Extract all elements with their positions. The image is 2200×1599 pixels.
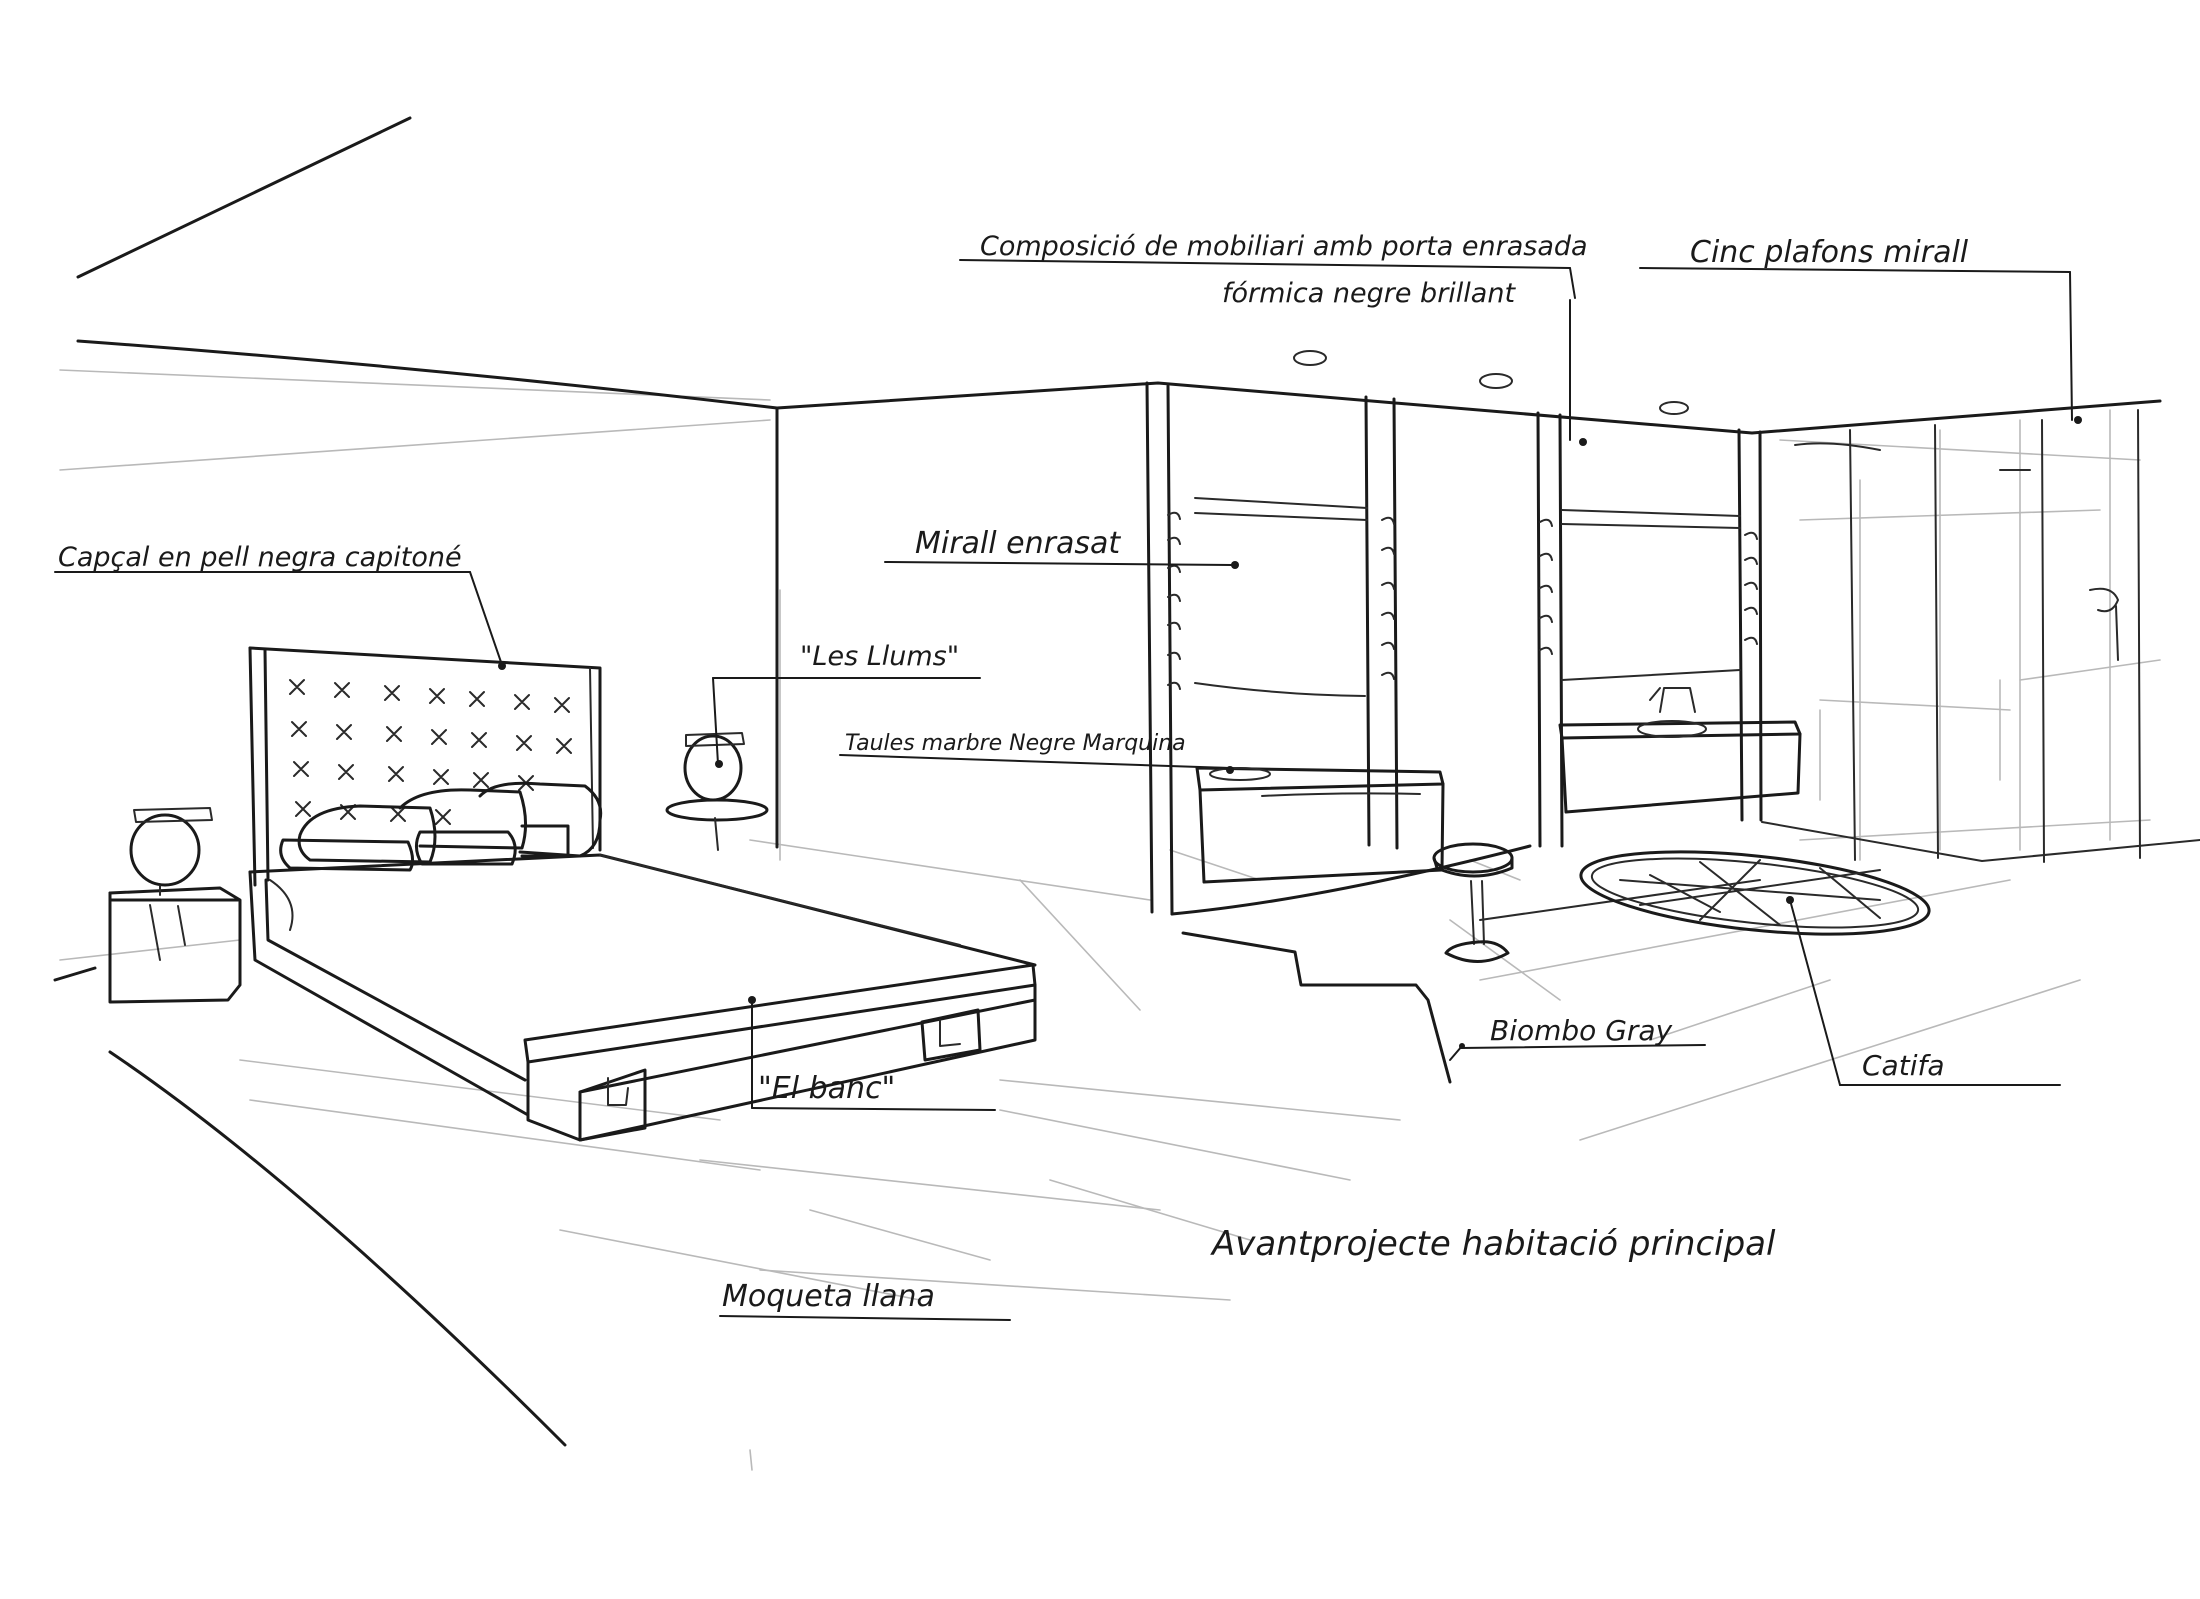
label-composicio: Composició de mobiliari amb porta enrasa… bbox=[980, 231, 1588, 262]
vanity-left bbox=[1195, 766, 1445, 884]
right-side-table bbox=[665, 732, 769, 851]
label-cinc-plafons: Cinc plafons mirall bbox=[1690, 235, 1969, 270]
mirror-reflections bbox=[1794, 442, 2119, 661]
label-biombo: Biombo Gray bbox=[1490, 1014, 1673, 1047]
rug bbox=[1579, 850, 1931, 936]
label-catifa: Catifa bbox=[1862, 1049, 1944, 1082]
label-capcal: Capçal en pell negra capitoné bbox=[58, 542, 462, 573]
label-mirall-enrasat: Mirall enrasat bbox=[915, 526, 1121, 561]
ceiling-lights bbox=[1293, 350, 1689, 415]
light-strips bbox=[1167, 511, 1758, 690]
room-outline bbox=[53, 116, 2200, 1447]
label-formica: fórmica negre brillant bbox=[1222, 278, 1516, 309]
bed bbox=[248, 853, 1037, 1142]
leaders bbox=[54, 259, 2082, 1321]
pencil-guidelines bbox=[59, 369, 2161, 1471]
headboard bbox=[248, 646, 602, 887]
label-moqueta: Moqueta llana bbox=[722, 1279, 935, 1314]
stool bbox=[1432, 842, 1514, 963]
sketch-title: Avantprojecte habitació principal bbox=[1210, 1224, 1776, 1264]
left-nightstand bbox=[108, 807, 242, 1004]
vanity-right bbox=[1558, 687, 1802, 814]
pillows bbox=[279, 781, 603, 872]
label-les-llums: "Les Llums" bbox=[800, 641, 959, 672]
annotations: Composició de mobiliari amb porta enrasa… bbox=[58, 231, 1969, 1314]
label-taules: Taules marbre Negre Marquina bbox=[845, 731, 1186, 756]
label-el-banc: "El banc" bbox=[758, 1071, 895, 1106]
